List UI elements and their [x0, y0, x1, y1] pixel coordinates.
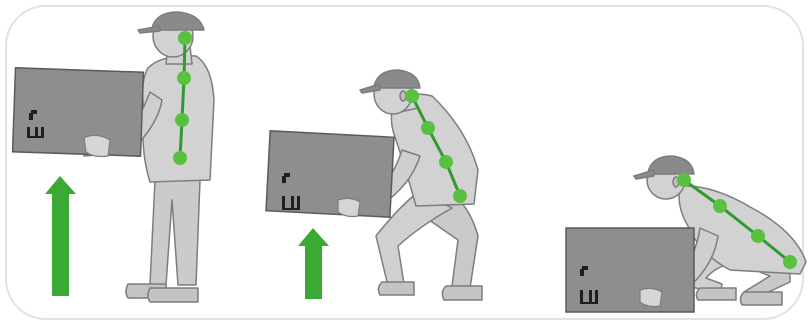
- up-arrow-icon: [45, 176, 76, 296]
- hands: [338, 198, 360, 216]
- cardboard-box: [266, 131, 394, 217]
- up-arrow-icon: [298, 228, 329, 299]
- panel-full-squat-lift: [566, 156, 806, 312]
- panel-half-squat-lift: [266, 70, 482, 300]
- hands: [84, 135, 110, 156]
- cardboard-box: [566, 228, 694, 312]
- hands: [640, 288, 662, 306]
- cardboard-box: [13, 68, 144, 156]
- panel-standing-lift: [13, 12, 214, 302]
